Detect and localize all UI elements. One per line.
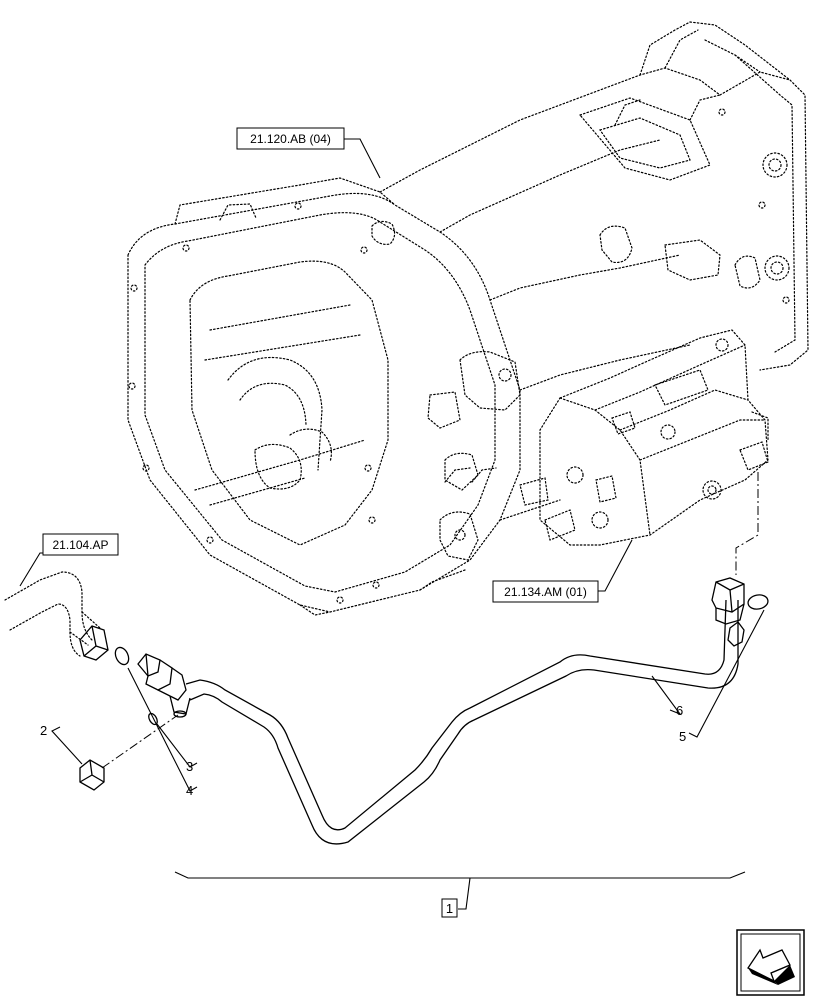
callout-5[interactable]: 5 [679, 729, 686, 744]
callout-2[interactable]: 2 [40, 723, 47, 738]
ref-valve-block-text: 21.134.AM (01) [504, 585, 587, 599]
callout-6[interactable]: 6 [676, 703, 683, 718]
cap-nut [79, 759, 105, 791]
assembly-axis-right [735, 472, 759, 575]
callout-1[interactable]: 1 [441, 898, 458, 918]
ref-transmission-text: 21.120.AB (04) [250, 132, 331, 146]
leader-lines [19, 138, 765, 910]
assembly-axis-left [101, 714, 179, 769]
valve-block [519, 329, 769, 546]
inlet-pipe [4, 571, 109, 661]
callout-4[interactable]: 4 [186, 783, 193, 798]
ref-label-valve-block[interactable]: 21.134.AM (01) [492, 580, 599, 603]
ref-label-transmission[interactable]: 21.120.AB (04) [236, 127, 345, 150]
o-ring-right [747, 594, 769, 610]
ref-label-inlet-pipe[interactable]: 21.104.AP [42, 533, 119, 556]
adapter-fitting [137, 653, 191, 718]
callout-1-text: 1 [446, 901, 453, 916]
ref-inlet-pipe-text: 21.104.AP [52, 538, 108, 552]
transmission-housing [127, 21, 809, 616]
pipe-assembly [185, 577, 745, 845]
arrow-return-icon[interactable] [736, 929, 805, 996]
callout-3[interactable]: 3 [186, 759, 193, 774]
o-ring-left [114, 646, 130, 666]
